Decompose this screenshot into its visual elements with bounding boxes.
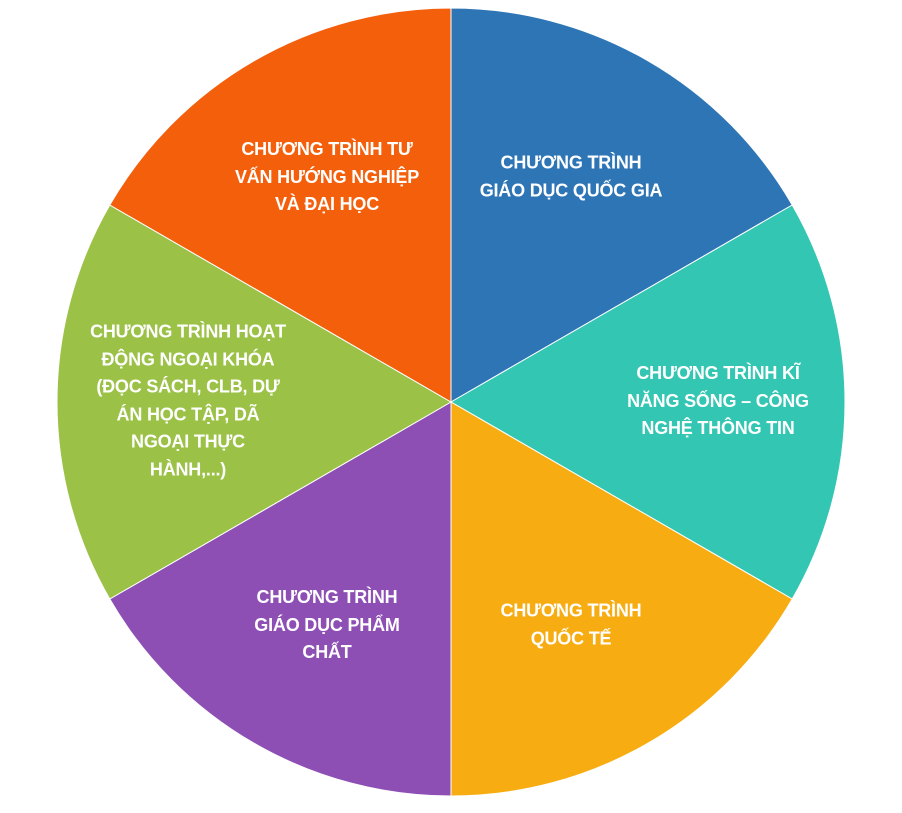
pie-slice-3 <box>109 401 452 797</box>
slice-label-international: CHƯƠNG TRÌNH QUỐC TẾ <box>500 600 642 649</box>
pie-slice-4 <box>56 204 452 600</box>
pie-slice-5 <box>109 7 452 403</box>
pie-slice-0 <box>450 7 793 403</box>
slice-label-character-education: CHƯƠNG TRÌNH GIÁO DỤC PHẨM CHẤT <box>254 586 400 662</box>
pie-slice-2 <box>450 401 793 797</box>
slice-label-extracurricular: CHƯƠNG TRÌNH HOẠT ĐỘNG NGOẠI KHÓA (ĐỌC S… <box>90 321 286 480</box>
slice-label-national-education: CHƯƠNG TRÌNH GIÁO DỤC QUỐC GIA <box>479 152 663 201</box>
slice-label-career-guidance: CHƯƠNG TRÌNH TƯ VẤN HƯỚNG NGHIỆP VÀ ĐẠI … <box>234 138 420 214</box>
slice-label-life-skills-it: CHƯƠNG TRÌNH KĨ NĂNG SỐNG – CÔNG NGHỆ TH… <box>627 362 809 438</box>
pie-slice-1 <box>450 204 846 600</box>
